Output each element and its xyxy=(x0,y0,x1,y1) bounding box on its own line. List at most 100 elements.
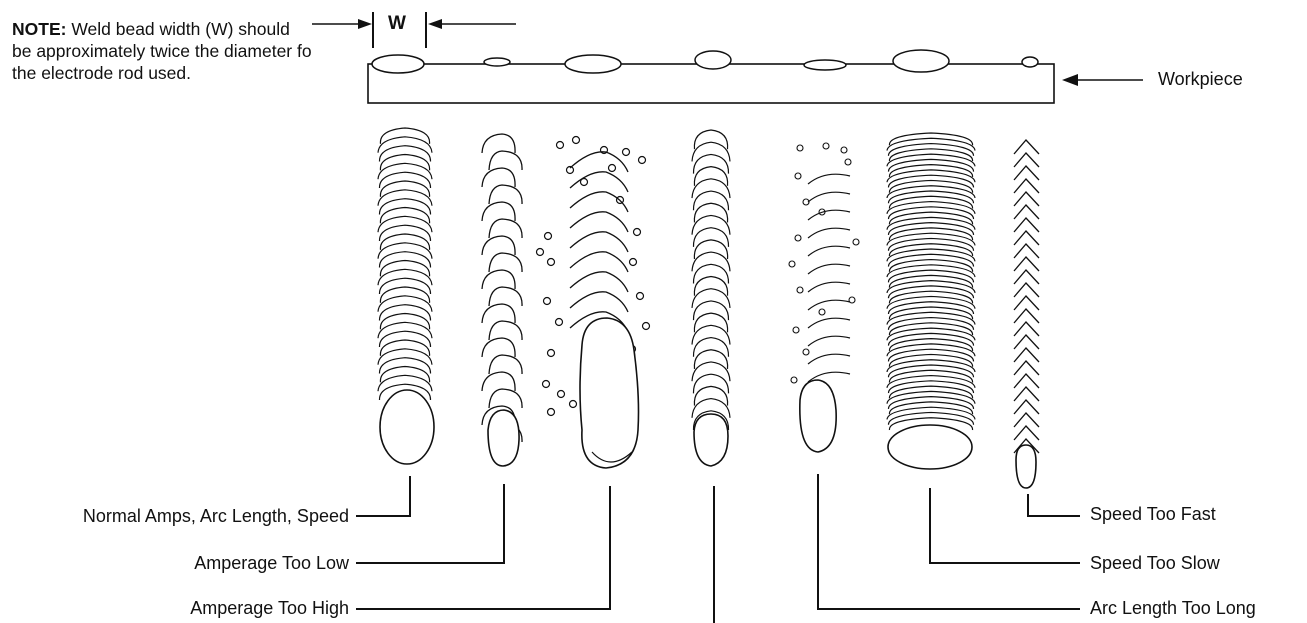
bead-high-amp-spatter xyxy=(546,407,556,417)
width-arrow-left-head xyxy=(358,19,372,29)
bead-high-amp-spatter xyxy=(554,317,564,327)
bead-high-amp-spatter xyxy=(641,321,651,331)
bead-low-amp-ripple xyxy=(488,184,523,205)
bead-fast-ripple xyxy=(1013,230,1040,246)
bead-fast-ripple xyxy=(1013,139,1040,155)
bead-fast-ripple xyxy=(1013,412,1040,428)
bead-high-amp-spatter xyxy=(546,257,556,267)
bead-fast-ripple xyxy=(1013,269,1040,285)
bead-high-amp-spatter xyxy=(621,147,631,157)
bead-fast-ripple xyxy=(1013,191,1040,207)
bead-profile xyxy=(483,57,511,67)
bead-long-arc-spatter xyxy=(802,198,810,206)
bead-fast-ripple xyxy=(1013,360,1040,376)
bead-high-amp-ripple xyxy=(569,171,629,193)
bead-low-amp-ripple xyxy=(481,201,516,222)
bead-long-arc-spatter xyxy=(844,158,852,166)
bead-long-arc-spatter xyxy=(796,286,804,294)
bead-low-amp-ripple xyxy=(481,133,516,154)
bead-long-arc-spatter xyxy=(794,234,802,242)
bead-normal-narrow-crater xyxy=(693,413,729,467)
bead-fast-ripple xyxy=(1013,373,1040,389)
leader-amp-low xyxy=(356,484,505,564)
bead-fast-ripple xyxy=(1013,347,1040,363)
workpiece-arrow-head xyxy=(1062,74,1078,86)
bead-low-amp-ripple xyxy=(488,320,523,341)
bead-long-arc-spatter xyxy=(822,142,830,150)
bead-long-arc-spatter xyxy=(794,172,802,180)
note-text: NOTE: Weld bead width (W) should be appr… xyxy=(12,18,312,84)
bead-fast-ripple xyxy=(1013,165,1040,181)
bead-high-amp-crater xyxy=(579,317,640,469)
workpiece-plate xyxy=(367,63,1055,104)
bead-low-amp-ripple xyxy=(481,337,516,358)
bead-long-arc-ripple xyxy=(807,263,851,275)
label-speed-slow: Speed Too Slow xyxy=(1090,553,1220,573)
leader-arc-long xyxy=(817,474,1080,610)
bead-fast-ripple xyxy=(1013,256,1040,272)
bead-long-arc-ripple xyxy=(807,209,851,221)
bead-fast-crater xyxy=(1015,444,1037,489)
leader-speed-fast xyxy=(1027,494,1080,517)
bead-fast-ripple xyxy=(1013,217,1040,233)
bead-long-arc-spatter xyxy=(848,296,856,304)
bead-fast-ripple xyxy=(1013,282,1040,298)
bead-fast-ripple xyxy=(1013,399,1040,415)
bead-high-amp-spatter xyxy=(546,348,556,358)
bead-profile xyxy=(694,50,732,70)
bead-high-amp-ripple xyxy=(569,191,629,213)
leader-amp-high xyxy=(356,486,611,610)
bead-high-amp-ripple xyxy=(569,151,629,173)
bead-high-amp-spatter xyxy=(635,291,645,301)
bead-high-amp-crater-rim xyxy=(591,451,633,463)
bead-high-amp-ripple xyxy=(569,291,629,313)
width-marker-label: W xyxy=(388,13,406,34)
bead-long-arc-spatter xyxy=(840,146,848,154)
bead-low-amp-ripple xyxy=(488,286,523,307)
label-arc-long: Arc Length Too Long xyxy=(1090,598,1256,618)
bead-high-amp-spatter xyxy=(571,135,581,145)
bead-fast-ripple xyxy=(1013,243,1040,259)
bead-fast-ripple xyxy=(1013,295,1040,311)
bead-high-amp-spatter xyxy=(542,296,552,306)
bead-low-amp-ripple xyxy=(481,167,516,188)
bead-long-arc-spatter xyxy=(852,238,860,246)
bead-low-amp-ripple xyxy=(488,388,523,409)
bead-long-arc-ripple xyxy=(807,281,851,293)
label-amp-high: Amperage Too High xyxy=(190,598,349,618)
bead-fast-ripple xyxy=(1013,386,1040,402)
bead-long-arc-spatter xyxy=(802,348,810,356)
bead-long-arc-spatter xyxy=(792,326,800,334)
bead-fast-ripple xyxy=(1013,152,1040,168)
bead-high-amp-spatter xyxy=(637,155,647,165)
leader-speed-slow xyxy=(929,488,1080,564)
bead-long-arc-ripple xyxy=(807,191,851,203)
bead-high-amp-spatter xyxy=(632,227,642,237)
bead-high-amp-ripple xyxy=(569,271,629,293)
bead-high-amp-ripple xyxy=(569,231,629,253)
bead-long-arc-crater xyxy=(799,379,837,453)
bead-long-arc-spatter xyxy=(788,260,796,268)
label-normal: Normal Amps, Arc Length, Speed xyxy=(82,506,349,526)
bead-long-arc-ripple xyxy=(807,299,851,311)
workpiece-label: Workpiece xyxy=(1158,69,1243,89)
bead-high-amp-spatter xyxy=(556,389,566,399)
note-bold: NOTE: xyxy=(12,19,67,39)
label-amp-low: Amperage Too Low xyxy=(194,553,349,573)
bead-fast-ripple xyxy=(1013,178,1040,194)
bead-profile xyxy=(1021,56,1039,68)
bead-profile xyxy=(371,54,425,74)
bead-low-amp-ripple xyxy=(488,150,523,171)
bead-long-arc-spatter xyxy=(796,144,804,152)
bead-high-amp-spatter xyxy=(607,163,617,173)
bead-high-amp-spatter xyxy=(555,140,565,150)
leader-normal xyxy=(356,476,411,517)
bead-long-arc-ripple xyxy=(807,353,851,365)
bead-low-amp-crater xyxy=(487,409,520,467)
bead-long-arc-ripple xyxy=(807,317,851,329)
bead-profile xyxy=(803,59,847,71)
bead-fast-ripple xyxy=(1013,204,1040,220)
bead-low-amp-ripple xyxy=(488,354,523,375)
